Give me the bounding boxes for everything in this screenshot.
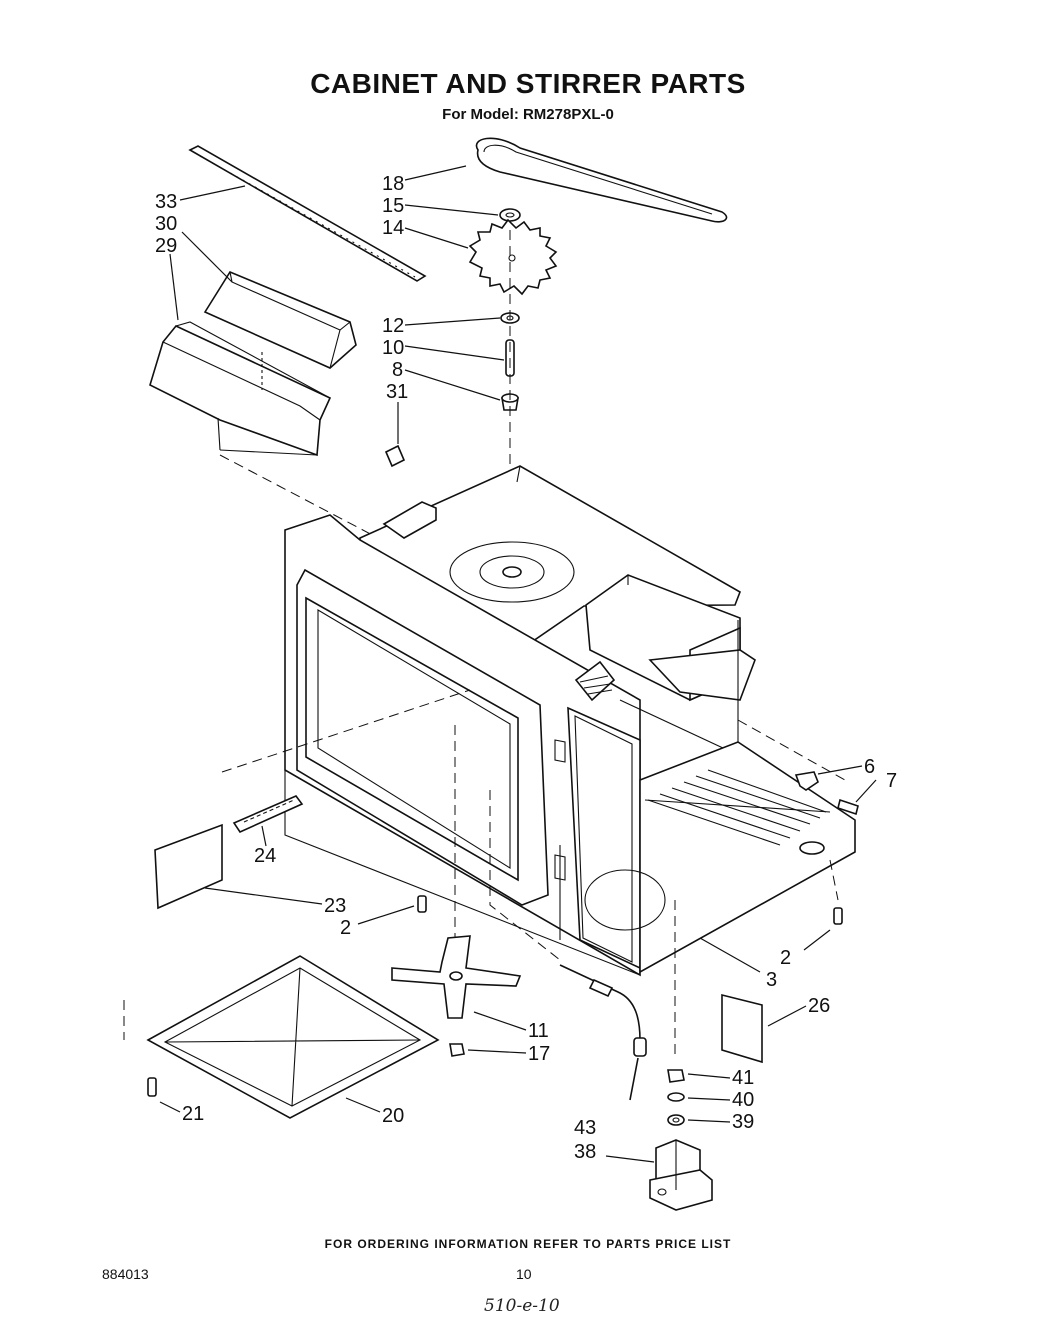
label-part-39: 39 xyxy=(732,1111,754,1133)
part-17-nut xyxy=(449,1043,465,1057)
label-part-2-right: 2 xyxy=(780,947,791,969)
label-part-18: 18 xyxy=(382,173,404,195)
model-subtitle: For Model: RM278PXL-0 xyxy=(442,106,614,123)
part-26-cover xyxy=(721,993,763,1064)
label-part-38: 38 xyxy=(574,1141,596,1163)
label-part-24: 24 xyxy=(254,845,276,867)
page-number: 10 xyxy=(516,1266,532,1282)
part-15-nut xyxy=(499,208,521,222)
part-11-stirrer-fan xyxy=(391,935,522,1019)
label-part-30: 30 xyxy=(155,213,177,235)
label-part-11: 11 xyxy=(528,1020,549,1042)
label-part-21: 21 xyxy=(182,1103,204,1125)
part-38-stirrer-motor xyxy=(649,1139,713,1211)
label-part-2-left: 2 xyxy=(340,917,351,939)
part-41-nut xyxy=(667,1069,685,1083)
label-part-41: 41 xyxy=(732,1067,754,1089)
ordering-note: FOR ORDERING INFORMATION REFER TO PARTS … xyxy=(324,1237,732,1251)
part-18-belt xyxy=(475,137,728,223)
label-part-31: 31 xyxy=(386,381,408,403)
page-title: CABINET AND STIRRER PARTS xyxy=(310,68,746,99)
label-part-20: 20 xyxy=(382,1105,404,1127)
part-6-bracket xyxy=(794,771,819,791)
label-part-10: 10 xyxy=(382,337,404,359)
label-part-3: 3 xyxy=(766,969,777,991)
base-vent-slots xyxy=(647,769,827,846)
label-part-12: 12 xyxy=(382,315,404,337)
part-20-bottom-cover xyxy=(146,955,440,1119)
label-part-15: 15 xyxy=(382,195,404,217)
label-part-14: 14 xyxy=(382,217,404,239)
part-39-washer xyxy=(667,1114,685,1126)
part-2-screw-left xyxy=(417,895,427,913)
part-30-duct-cover xyxy=(203,271,357,369)
label-part-7: 7 xyxy=(886,770,897,792)
label-part-33: 33 xyxy=(155,191,177,213)
label-part-23: 23 xyxy=(324,895,346,917)
part-14-stirrer-blade xyxy=(468,218,558,296)
part-7-screw xyxy=(837,798,859,816)
part-33-strip xyxy=(188,145,427,282)
part-21-screw xyxy=(147,1077,157,1097)
part-labels: 33 30 29 18 15 14 12 10 8 31 6 7 24 23 2… xyxy=(155,173,897,1163)
cabinet-assembly xyxy=(284,465,856,977)
part-31-clip xyxy=(384,444,406,468)
leader-lines xyxy=(159,165,877,1163)
part-40-washer xyxy=(667,1092,685,1102)
part-43-sensor-cable xyxy=(559,964,647,1101)
label-part-6: 6 xyxy=(864,756,875,778)
label-part-26: 26 xyxy=(808,995,830,1017)
label-part-8: 8 xyxy=(392,359,403,381)
label-part-40: 40 xyxy=(732,1089,754,1111)
label-part-43: 43 xyxy=(574,1117,596,1139)
part-29-duct xyxy=(149,321,332,457)
label-part-17: 17 xyxy=(528,1043,550,1065)
handwritten-note: 510-e-10 xyxy=(484,1296,560,1316)
label-part-29: 29 xyxy=(155,235,177,257)
document-number: 884013 xyxy=(102,1266,149,1282)
part-23-panel xyxy=(154,823,223,910)
part-2-screw-right xyxy=(833,907,843,925)
part-24-strip xyxy=(232,795,304,834)
